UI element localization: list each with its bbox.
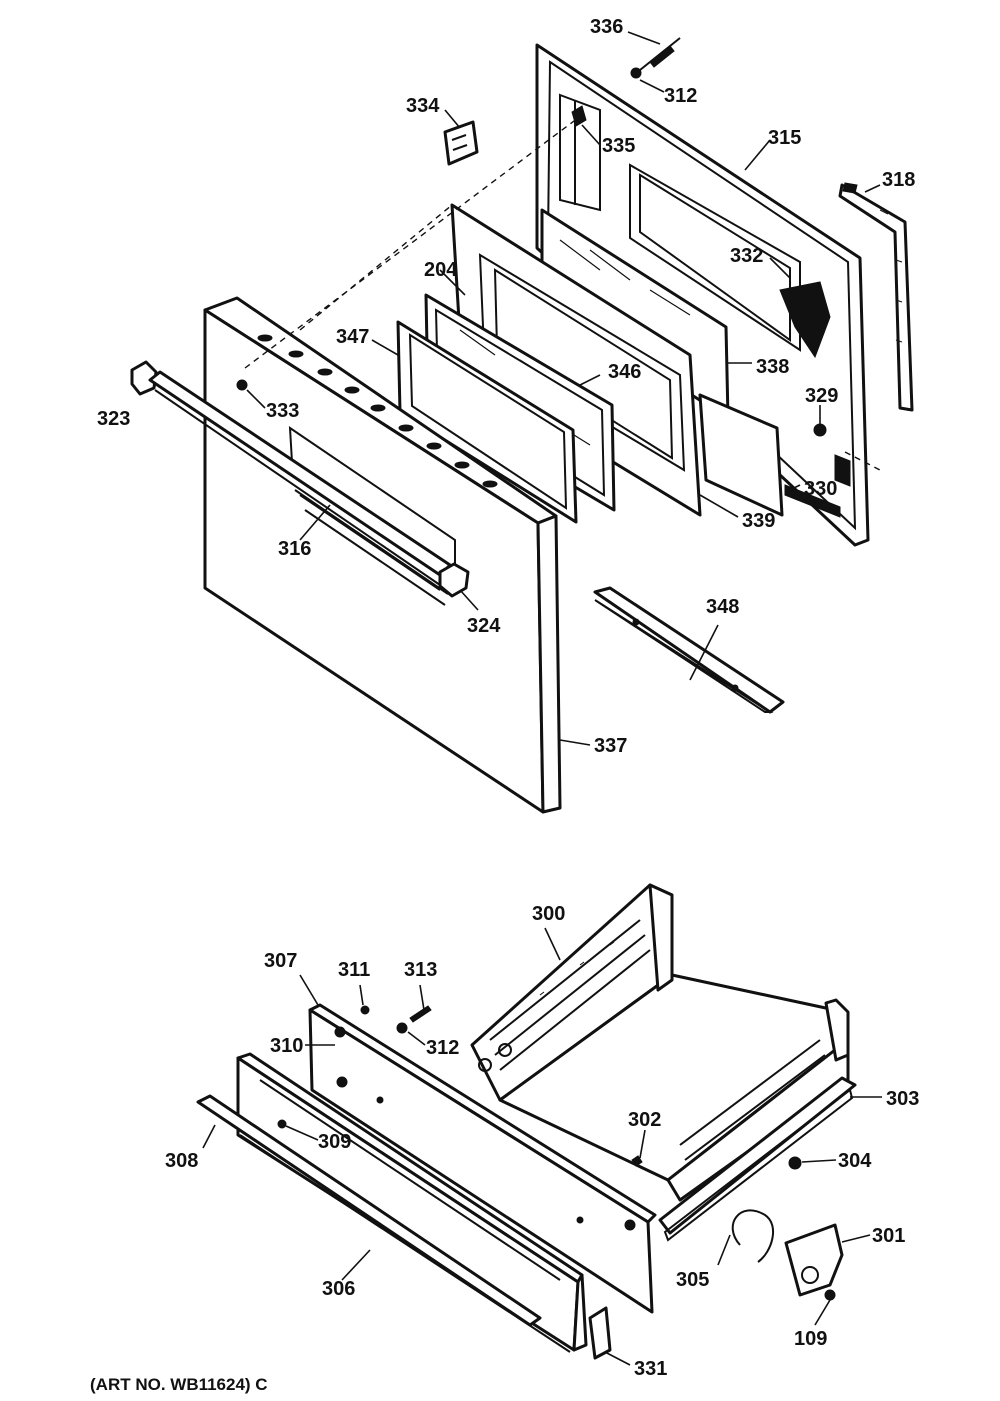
bracket-301 bbox=[784, 1223, 844, 1301]
callout-329: 329 bbox=[805, 385, 838, 407]
callout-307: 307 bbox=[264, 950, 297, 972]
callout-323: 323 bbox=[97, 408, 130, 430]
screw-311 bbox=[360, 1005, 370, 1015]
screw-333 bbox=[236, 379, 248, 391]
callout-302: 302 bbox=[628, 1109, 661, 1131]
drawer-trim-308 bbox=[196, 1094, 542, 1327]
drawer-body-300 bbox=[470, 883, 850, 1202]
callout-310: 310 bbox=[270, 1035, 303, 1057]
callout-300: 300 bbox=[532, 903, 565, 925]
callout-336: 336 bbox=[590, 16, 623, 38]
callout-308: 308 bbox=[165, 1150, 198, 1172]
hinge-318 bbox=[838, 182, 914, 412]
callout-312: 312 bbox=[664, 85, 697, 107]
gasket-347 bbox=[396, 320, 578, 524]
callout-332: 332 bbox=[730, 245, 763, 267]
callout-335: 335 bbox=[602, 135, 635, 157]
handle-endcap-324 bbox=[438, 562, 470, 598]
outer-door-337 bbox=[203, 296, 562, 814]
callout-324: 324 bbox=[467, 615, 501, 637]
screw-312 bbox=[396, 1022, 408, 1034]
drawer-inner-panel-307 bbox=[308, 1003, 657, 1314]
callout-339: 339 bbox=[742, 510, 775, 532]
screw-336 bbox=[630, 37, 681, 79]
callout-331: 331 bbox=[634, 1358, 667, 1380]
part-304 bbox=[788, 1156, 802, 1170]
callout-318: 318 bbox=[882, 169, 915, 191]
callout-305: 305 bbox=[676, 1269, 709, 1291]
callout-347: 347 bbox=[336, 326, 369, 348]
spring-305 bbox=[731, 1209, 775, 1263]
callout-301: 301 bbox=[872, 1225, 905, 1247]
callout-338: 338 bbox=[756, 356, 789, 378]
callout-306: 306 bbox=[322, 1278, 355, 1300]
callout-333: 333 bbox=[266, 400, 299, 422]
hinge-bracket-334 bbox=[443, 120, 479, 166]
screw-313 bbox=[409, 1005, 432, 1023]
callout-204: 204 bbox=[424, 259, 458, 281]
callout-316: 316 bbox=[278, 538, 311, 560]
callout-337: 337 bbox=[594, 735, 627, 757]
callout-304: 304 bbox=[838, 1150, 872, 1172]
part-330 bbox=[784, 454, 851, 518]
callout-348: 348 bbox=[706, 596, 739, 618]
art-number-caption: (ART NO. WB11624) C bbox=[90, 1375, 268, 1394]
handle-endcap-323 bbox=[130, 360, 158, 396]
bracket-348 bbox=[593, 586, 785, 714]
leader-lines bbox=[202, 31, 882, 1366]
callout-346: 346 bbox=[608, 361, 641, 383]
callout-109: 109 bbox=[794, 1328, 827, 1350]
callout-311: 311 bbox=[338, 959, 370, 981]
callout-309: 309 bbox=[318, 1131, 351, 1153]
callout-303: 303 bbox=[886, 1088, 919, 1110]
door-inner-liner bbox=[535, 43, 870, 547]
part-329 bbox=[813, 423, 827, 437]
callout-313: 313 bbox=[404, 959, 437, 981]
callout-334: 334 bbox=[406, 95, 440, 117]
drawer-rail-303 bbox=[658, 1076, 857, 1242]
callout-315: 315 bbox=[768, 127, 801, 149]
drawer-front-306 bbox=[236, 1052, 588, 1353]
callout-330: 330 bbox=[804, 478, 837, 500]
part-302 bbox=[631, 1155, 643, 1167]
panel-339 bbox=[698, 393, 784, 517]
clip-331 bbox=[588, 1306, 612, 1360]
callout-312: 312 bbox=[426, 1037, 459, 1059]
